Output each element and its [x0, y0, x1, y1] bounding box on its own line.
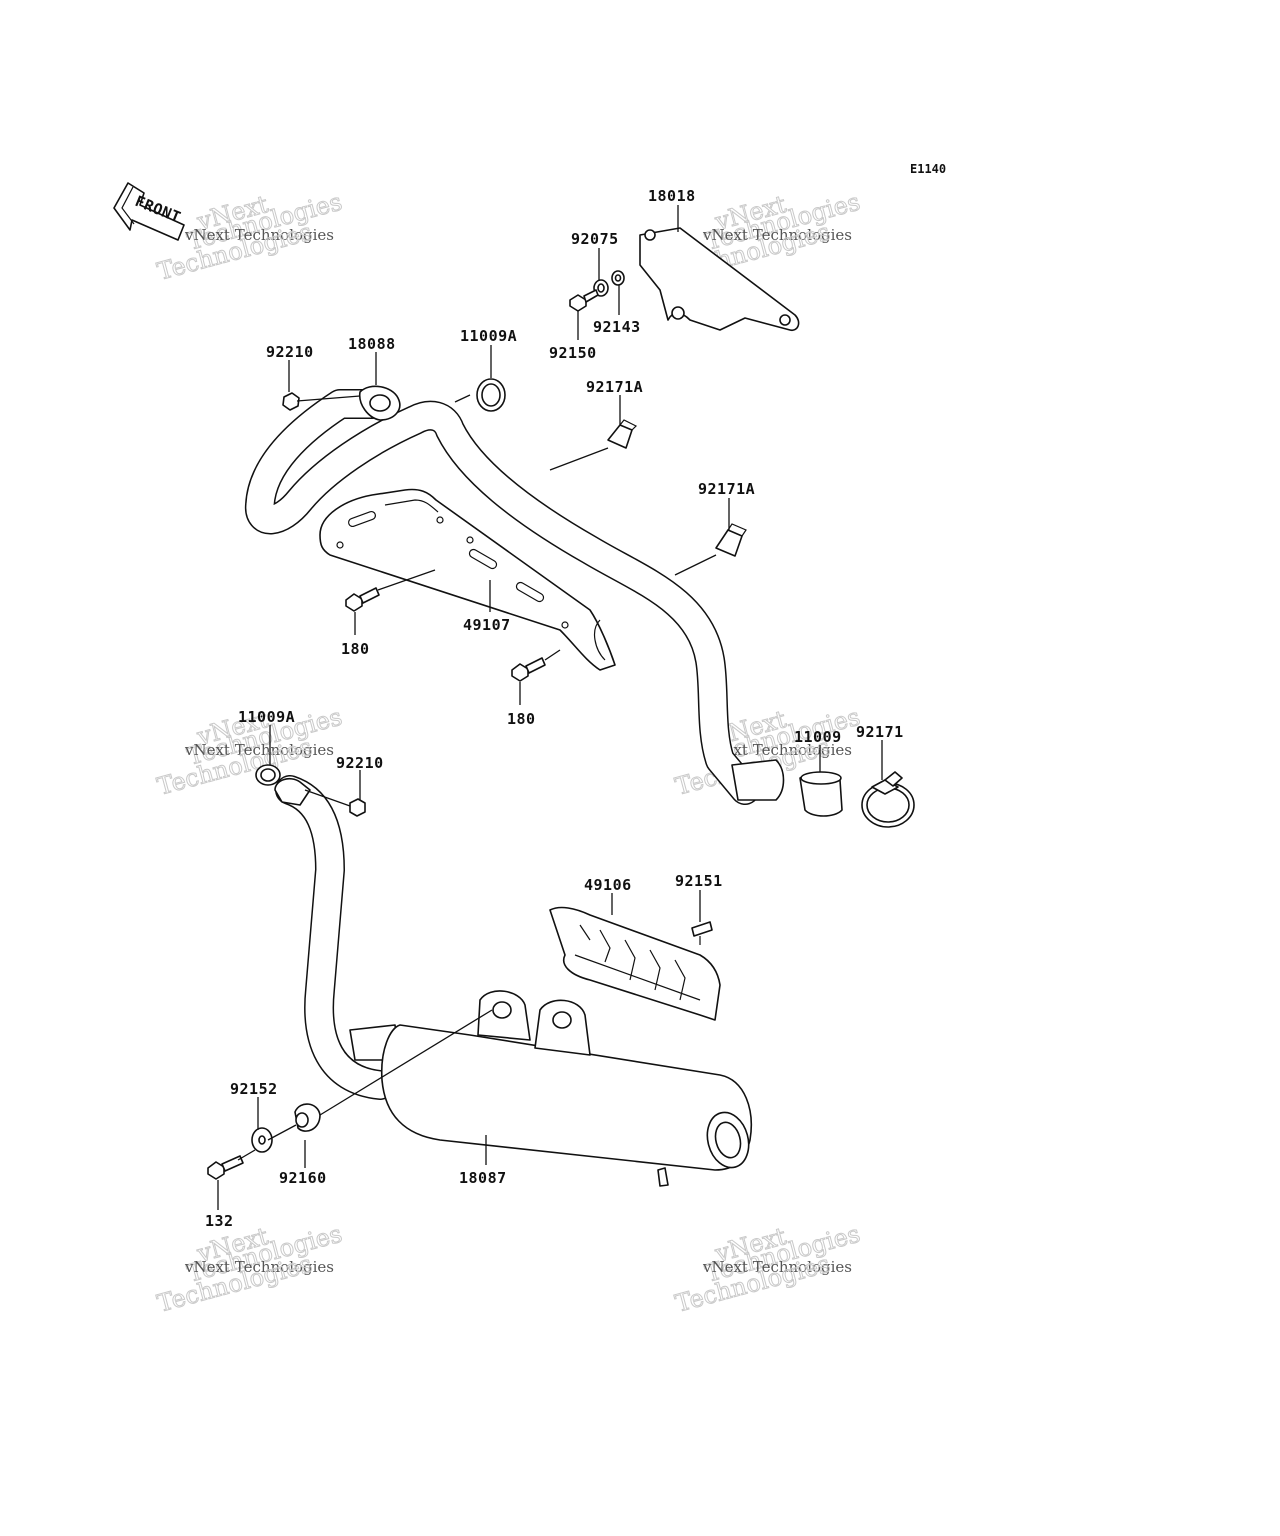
bolt-132 [207, 1155, 244, 1180]
watermark-top-left: vNext Technologies vNext Technologies Te… [154, 187, 346, 286]
svg-text:vNext Technologies: vNext Technologies [184, 1258, 334, 1276]
watermark-bottom-right: vNext Technologies vNext Technologies Te… [672, 1219, 864, 1318]
svg-text:vNext Technologies: vNext Technologies [702, 741, 852, 759]
label-180-mid: 180 [507, 710, 536, 728]
clip-92171a-1 [607, 419, 638, 449]
label-132: 132 [205, 1212, 234, 1230]
nut-92210-low [349, 798, 366, 817]
label-92075: 92075 [571, 230, 619, 248]
label-92210-low: 92210 [336, 754, 384, 772]
part-labels: 18018 92075 92143 92150 92210 18088 1100… [205, 187, 904, 1230]
label-92143: 92143 [593, 318, 641, 336]
label-92152: 92152 [230, 1080, 278, 1098]
flange-18088 [358, 385, 401, 421]
label-49106: 49106 [584, 876, 632, 894]
label-92151: 92151 [675, 872, 723, 890]
gasket-11009a-top [476, 378, 506, 412]
washer-92152 [251, 1127, 273, 1153]
heat-shield-49107 [319, 488, 616, 671]
muffler-18087 [380, 990, 752, 1187]
front-arrow-icon: FRONT [113, 182, 185, 241]
upper-exhaust-pipe [245, 389, 785, 805]
bolt-180-left [345, 587, 380, 612]
lower-exhaust-pipe [275, 775, 401, 1100]
clip-92171a-2 [715, 523, 747, 557]
label-92150: 92150 [549, 344, 597, 362]
label-92160: 92160 [279, 1169, 327, 1187]
label-92210-top: 92210 [266, 343, 314, 361]
leader-lines [217, 205, 883, 1210]
label-18087: 18087 [459, 1169, 507, 1187]
nut-92210-top [282, 392, 300, 411]
label-11009a-top: 11009A [460, 327, 517, 345]
clamp-92171 [861, 771, 915, 828]
label-18018: 18018 [648, 187, 696, 205]
gasket-11009a-low [255, 764, 281, 786]
screw-92151 [691, 921, 713, 945]
washer-92143 [611, 270, 625, 286]
bolt-92150 [569, 289, 599, 312]
bracket-18018 [639, 227, 800, 332]
heat-shield-49106 [549, 906, 721, 1021]
sleeve-11009 [799, 771, 843, 817]
label-11009: 11009 [794, 728, 842, 746]
label-92171: 92171 [856, 723, 904, 741]
label-49107: 49107 [463, 616, 511, 634]
label-92171a-2: 92171A [698, 480, 755, 498]
flange-lower [274, 778, 311, 806]
svg-text:vNext Technologies: vNext Technologies [702, 1258, 852, 1276]
svg-text:vNext Technologies: vNext Technologies [184, 741, 334, 759]
label-11009a-low: 11009A [238, 708, 295, 726]
diagram-code: E1140 [910, 162, 946, 176]
label-180-left: 180 [341, 640, 370, 658]
watermark-bottom-left: vNext Technologies vNext Technologies Te… [154, 1219, 346, 1318]
label-92171a-1: 92171A [586, 378, 643, 396]
bolt-180-mid [511, 657, 546, 682]
svg-text:vNext Technologies: vNext Technologies [184, 226, 334, 244]
label-18088: 18088 [348, 335, 396, 353]
grommet-92160 [294, 1103, 321, 1132]
svg-text:vNext Technologies: vNext Technologies [702, 226, 852, 244]
